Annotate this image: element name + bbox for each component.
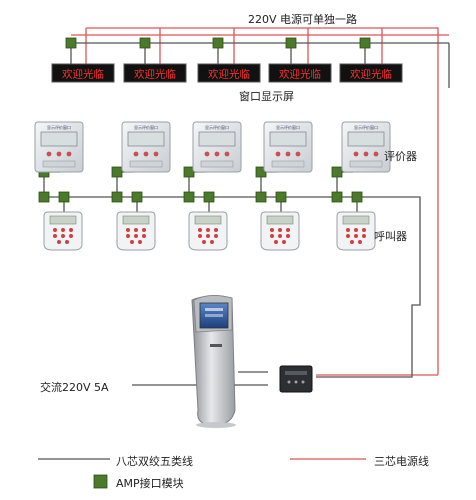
evaluator-device: 显示评价窗口 <box>121 121 171 173</box>
power-wiring <box>71 27 449 376</box>
led-screen: 欢迎光临 <box>51 63 115 83</box>
window-screens: 欢迎光临 欢迎光临 欢迎光临 欢迎光临 欢迎光临 <box>51 63 403 83</box>
control-box <box>279 365 313 393</box>
evaluator-title: 显示评价窗口 <box>276 124 300 130</box>
legend <box>38 458 366 489</box>
amp-module <box>351 191 363 203</box>
led-screen-text: 欢迎光临 <box>279 68 321 81</box>
caller-device <box>116 211 156 251</box>
evaluator-title: 显示评价窗口 <box>47 124 71 130</box>
caller-device <box>260 211 300 251</box>
legend-amp-module-label: AMP接口模块 <box>116 477 184 490</box>
caller-device <box>188 211 228 251</box>
caller-device <box>336 211 376 251</box>
callers <box>43 211 376 251</box>
evaluator-device: 显示评价窗口 <box>341 121 391 173</box>
evaluator-title: 显示评价窗口 <box>205 124 229 130</box>
evaluator-device: 显示评价窗口 <box>34 121 84 173</box>
amp-module <box>203 191 215 203</box>
led-screen-text: 欢迎光临 <box>62 68 104 81</box>
amp-module <box>38 191 50 203</box>
evaluator-title: 显示评价窗口 <box>134 124 158 130</box>
led-screen: 欢迎光临 <box>339 63 403 83</box>
evaluator-label: 评价器 <box>384 150 417 163</box>
amp-module <box>212 37 224 49</box>
amp-module <box>111 191 123 203</box>
led-screen: 欢迎光临 <box>197 63 261 83</box>
led-screen: 欢迎光临 <box>268 63 332 83</box>
caller-label: 呼叫器 <box>374 230 407 243</box>
led-screen-text: 欢迎光临 <box>350 68 392 81</box>
amp-module <box>255 191 267 203</box>
caller-device <box>43 211 83 251</box>
amp-module <box>65 37 77 49</box>
amp-module <box>359 37 371 49</box>
ac-power-label: 交流220V 5A <box>40 381 109 394</box>
legend-amp-module-swatch <box>93 474 108 489</box>
led-screen: 欢迎光临 <box>123 63 187 83</box>
evaluator-title: 显示评价窗口 <box>354 124 378 130</box>
amp-module <box>285 37 297 49</box>
amp-module <box>275 191 287 203</box>
legend-twisted-pair-label: 八芯双绞五类线 <box>116 455 193 468</box>
evaluator-device: 显示评价窗口 <box>263 121 313 173</box>
amp-module <box>139 37 151 49</box>
power-top-label: 220V 电源可单独一路 <box>248 13 358 26</box>
evaluators: 显示评价窗口 显示评价窗口 显示评价窗口 显示评价窗口 <box>34 121 391 173</box>
window-screen-label: 窗口显示屏 <box>239 90 294 103</box>
amp-modules <box>38 37 371 203</box>
evaluator-device: 显示评价窗口 <box>192 121 242 173</box>
led-screen-text: 欢迎光临 <box>134 68 176 81</box>
amp-module <box>183 191 195 203</box>
amp-module <box>111 166 123 178</box>
legend-power-cable-label: 三芯电源线 <box>374 455 429 468</box>
led-screen-text: 欢迎光临 <box>208 68 250 81</box>
amp-module <box>331 166 343 178</box>
queue-kiosk <box>191 295 236 428</box>
amp-module <box>331 191 343 203</box>
power-line-top <box>86 27 439 375</box>
amp-module <box>131 191 143 203</box>
amp-module <box>58 191 70 203</box>
